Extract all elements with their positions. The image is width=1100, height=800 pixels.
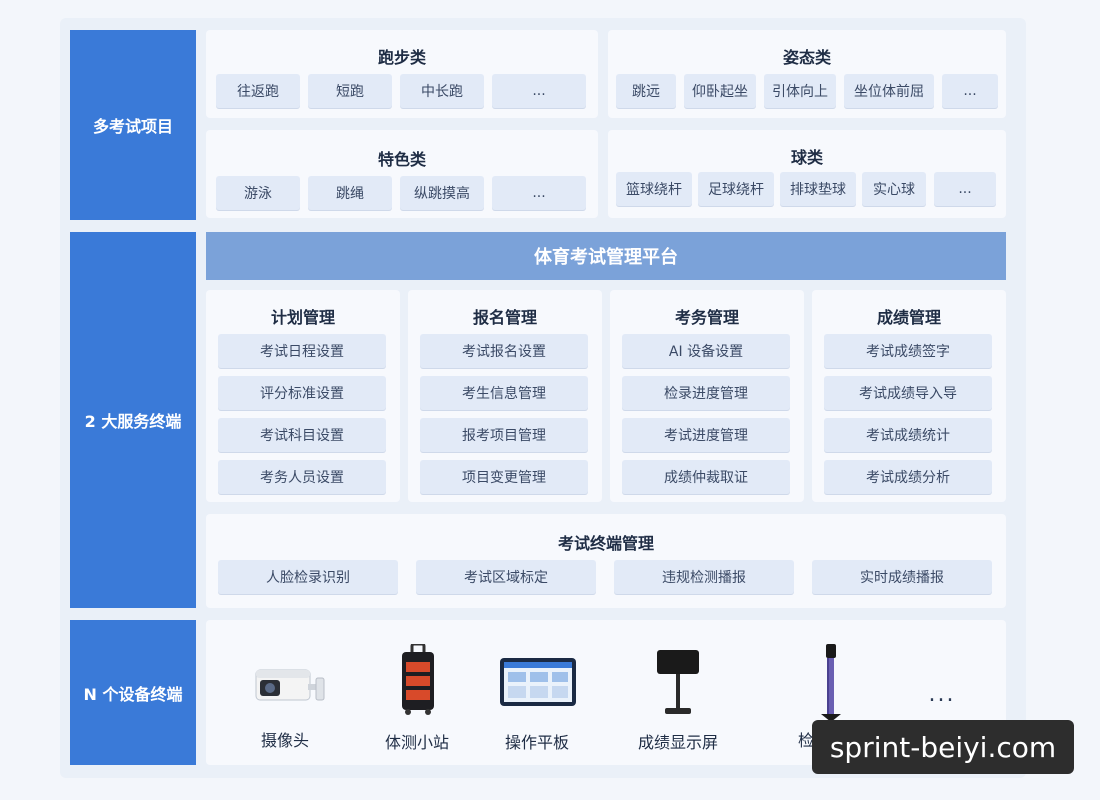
module-item: 考试日程设置 — [218, 334, 386, 368]
category-item: 引体向上 — [764, 74, 836, 108]
module-item: 考生信息管理 — [420, 376, 588, 410]
category-item: 跳绳 — [308, 176, 392, 210]
sidebar-device-terminals: N 个设备终端 — [70, 620, 196, 765]
module-item: 考试成绩签字 — [824, 334, 992, 368]
platform-banner: 体育考试管理平台 — [206, 232, 1006, 280]
category-item: 坐位体前屈 — [844, 74, 934, 108]
terminal-mgmt-item: 考试区域标定 — [416, 560, 596, 594]
category-item: 排球垫球 — [780, 172, 856, 206]
tablet-icon — [500, 658, 576, 706]
category-item: ... — [934, 172, 996, 206]
category-item: ... — [492, 176, 586, 210]
category-item: ... — [942, 74, 998, 108]
category-item: 足球绕杆 — [698, 172, 774, 206]
category-title: 姿态类 — [782, 48, 831, 67]
category-panel-running: 跑步类 往返跑 短跑 中长跑 ... — [206, 30, 598, 118]
sidebar-exam-items: 多考试项目 — [70, 30, 196, 220]
category-title: 球类 — [790, 148, 823, 167]
camera-icon — [255, 669, 325, 701]
terminal-mgmt-panel: 考试终端管理 人脸检录识别 考试区域标定 违规检测播报 实时成绩播报 — [206, 514, 1006, 608]
module-item: 考试成绩导入导 — [824, 376, 992, 410]
category-item: 仰卧起坐 — [684, 74, 756, 108]
module-panel-scores: 成绩管理 考试成绩签字 考试成绩导入导 考试成绩统计 考试成绩分析 — [812, 290, 1006, 502]
category-item: ... — [492, 74, 586, 108]
terminal-mgmt-item: 实时成绩播报 — [812, 560, 992, 594]
category-title: 跑步类 — [377, 48, 426, 67]
station-icon — [402, 644, 434, 715]
module-title: 报名管理 — [472, 308, 537, 327]
module-item: 考试进度管理 — [622, 418, 790, 452]
module-item: 考试成绩统计 — [824, 418, 992, 452]
device-label: 操作平板 — [504, 733, 569, 752]
watermark-label: sprint-beiyi.com — [812, 720, 1074, 774]
module-item: 考试报名设置 — [420, 334, 588, 368]
category-item: 纵跳摸高 — [400, 176, 484, 210]
module-item: 评分标准设置 — [218, 376, 386, 410]
terminal-mgmt-item: 违规检测播报 — [614, 560, 794, 594]
category-panel-ball: 球类 篮球绕杆 足球绕杆 排球垫球 实心球 ... — [608, 130, 1006, 218]
category-item: 中长跑 — [400, 74, 484, 108]
display-icon — [657, 650, 699, 714]
category-item: 往返跑 — [216, 74, 300, 108]
category-title: 特色类 — [377, 150, 426, 169]
category-item: 跳远 — [616, 74, 676, 108]
category-item: 短跑 — [308, 74, 392, 108]
module-item: 考试成绩分析 — [824, 460, 992, 494]
module-item: 考试科目设置 — [218, 418, 386, 452]
module-panel-exam-affairs: 考务管理 AI 设备设置 检录进度管理 考试进度管理 成绩仲裁取证 — [610, 290, 804, 502]
module-title: 考务管理 — [674, 308, 739, 327]
module-title: 计划管理 — [270, 308, 335, 327]
module-item: AI 设备设置 — [622, 334, 790, 368]
checkin-device-icon — [821, 644, 841, 722]
module-item: 成绩仲裁取证 — [622, 460, 790, 494]
category-panel-special: 特色类 游泳 跳绳 纵跳摸高 ... — [206, 130, 598, 218]
device-label: 成绩显示屏 — [637, 733, 718, 752]
device-label: 体测小站 — [384, 733, 449, 752]
category-item: 篮球绕杆 — [616, 172, 692, 206]
category-panel-posture: 姿态类 跳远 仰卧起坐 引体向上 坐位体前屈 ... — [608, 30, 1006, 118]
module-item: 检录进度管理 — [622, 376, 790, 410]
category-item: 游泳 — [216, 176, 300, 210]
module-item: 项目变更管理 — [420, 460, 588, 494]
device-label: 摄像头 — [260, 731, 309, 750]
category-item: 实心球 — [862, 172, 926, 206]
module-item: 报考项目管理 — [420, 418, 588, 452]
more-icon: ... — [928, 682, 956, 707]
module-panel-registration: 报名管理 考试报名设置 考生信息管理 报考项目管理 项目变更管理 — [408, 290, 602, 502]
terminal-mgmt-title: 考试终端管理 — [557, 534, 654, 553]
module-panel-plan: 计划管理 考试日程设置 评分标准设置 考试科目设置 考务人员设置 — [206, 290, 400, 502]
module-item: 考务人员设置 — [218, 460, 386, 494]
module-title: 成绩管理 — [876, 308, 941, 327]
sidebar-service-terminals: 2 大服务终端 — [70, 232, 196, 608]
terminal-mgmt-item: 人脸检录识别 — [218, 560, 398, 594]
